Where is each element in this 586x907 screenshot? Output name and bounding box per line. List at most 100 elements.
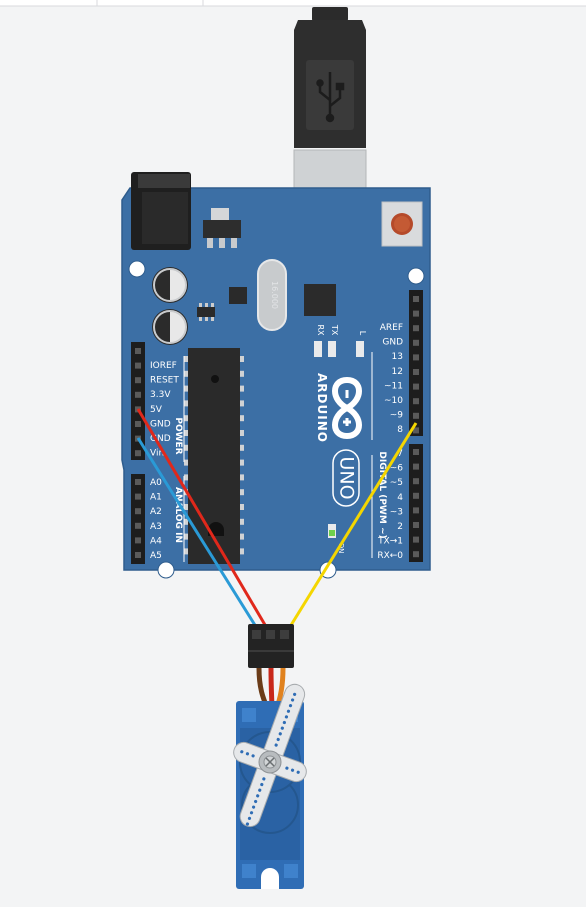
digital-pin-label: TX→1 [377,537,403,547]
pin-socket[interactable] [413,507,419,514]
reset-button[interactable] [381,201,423,247]
power-header-label: POWER [173,417,183,454]
digital-pin-label: ~10 [384,396,403,406]
analog-pin-label: A2 [150,507,162,517]
usb-icon [316,72,345,123]
mounting-hole [157,561,175,579]
power-pin-label: 5V [150,405,163,415]
usb-controller-chip [304,284,336,316]
crystal-oscillator: 16.000 [257,259,287,331]
arduino-uno-board[interactable]: 16.000 RX TX L [121,172,431,579]
svg-text:16.000: 16.000 [270,281,279,309]
pin-socket[interactable] [135,450,141,457]
power-pin-label: Vin [150,449,164,459]
digital-pin-label: ~11 [384,381,403,391]
svg-text:RX: RX [316,324,325,336]
svg-text:ARDUINO: ARDUINO [315,373,329,443]
capacitor [152,309,188,345]
svg-text:UNO: UNO [336,456,358,499]
pin-socket[interactable] [413,536,419,543]
power-pin-label: RESET [150,376,179,386]
pin-socket[interactable] [413,369,419,375]
servo-connector[interactable] [248,624,294,668]
digital-pin-label: 8 [397,425,403,435]
pin-socket[interactable] [413,339,419,346]
pin-socket[interactable] [135,377,141,384]
servo-motor[interactable] [211,672,334,889]
digital-pin-label: 13 [392,352,403,362]
analog-pin-label: A4 [150,536,162,546]
digital-pin-label: ~6 [390,464,404,474]
pin-socket[interactable] [135,537,141,544]
pin-socket[interactable] [413,427,419,434]
analog-pin-label: A0 [150,478,162,488]
pin-socket[interactable] [413,449,419,455]
wire-5v[interactable] [136,408,270,631]
pin-socket[interactable] [135,508,141,515]
power-pin-label: GND [150,419,171,429]
digital-header-label: DIGITAL (PWM ~) [377,451,387,538]
wires [136,408,418,631]
pin-socket[interactable] [413,296,419,302]
digital-pin-header-bottom [409,444,423,562]
pin-socket[interactable] [135,421,141,427]
svg-text:L: L [358,331,367,336]
pin-socket[interactable] [413,551,419,558]
digital-pin-label: 12 [392,367,403,377]
voltage-regulator [203,208,241,248]
capacitor [152,267,188,303]
pin-socket[interactable] [413,383,419,390]
power-pin-label: IOREF [150,361,177,371]
arduino-logo: ARDUINO UNO [315,352,373,558]
pin-socket[interactable] [135,391,141,398]
digital-pin-label: ~3 [390,507,403,517]
analog-pin-header [131,474,145,564]
rx-led: RX [314,324,325,357]
infinity-logo-icon [332,376,362,440]
digital-pin-label: 7 [397,449,403,459]
pin-socket[interactable] [135,522,141,529]
pin-socket[interactable] [135,552,141,558]
pin-socket[interactable] [413,522,419,528]
dc-power-jack [131,172,191,250]
smd-chip [229,287,247,304]
pin-socket[interactable] [135,493,141,500]
digital-pin-label: RX←0 [377,551,403,561]
pin-socket[interactable] [413,325,419,332]
pin-socket[interactable] [135,479,141,485]
pin-socket[interactable] [413,412,419,419]
analog-pin-label: A3 [150,522,162,532]
analog-pin-label: A1 [150,493,162,503]
analog-header-label: ANALOG IN [173,487,183,543]
svg-text:TX: TX [330,324,339,336]
servo-horn[interactable] [211,672,334,839]
power-pin-label: 3.3V [150,390,171,400]
mounting-hole [128,260,146,278]
pin-socket[interactable] [135,362,141,369]
digital-pin-label: AREF [380,323,403,333]
pin-socket[interactable] [413,492,419,499]
digital-pin-label: 4 [397,493,403,503]
pin-socket[interactable] [413,463,419,470]
pin-socket[interactable] [413,478,419,485]
tx-led: TX [328,324,339,357]
mounting-hole [407,267,425,285]
digital-pin-header-top [409,290,423,436]
atmega-chip [184,348,244,564]
digital-pin-label: GND [382,338,403,348]
analog-pin-label: A5 [150,551,162,561]
pin-socket[interactable] [413,354,419,361]
svg-text:ON: ON [337,543,345,554]
power-pin-label: GND [150,434,171,444]
pin-socket[interactable] [413,398,419,405]
wire-pin-9[interactable] [286,422,418,631]
pin-socket[interactable] [135,348,141,354]
smd-chip [197,307,215,317]
l-led: L [356,331,367,357]
wire-gnd[interactable] [136,437,260,631]
digital-pin-label: 2 [397,522,403,532]
pin-socket[interactable] [413,310,419,317]
digital-pin-label: ~9 [390,411,404,421]
on-led: ON [328,524,345,553]
